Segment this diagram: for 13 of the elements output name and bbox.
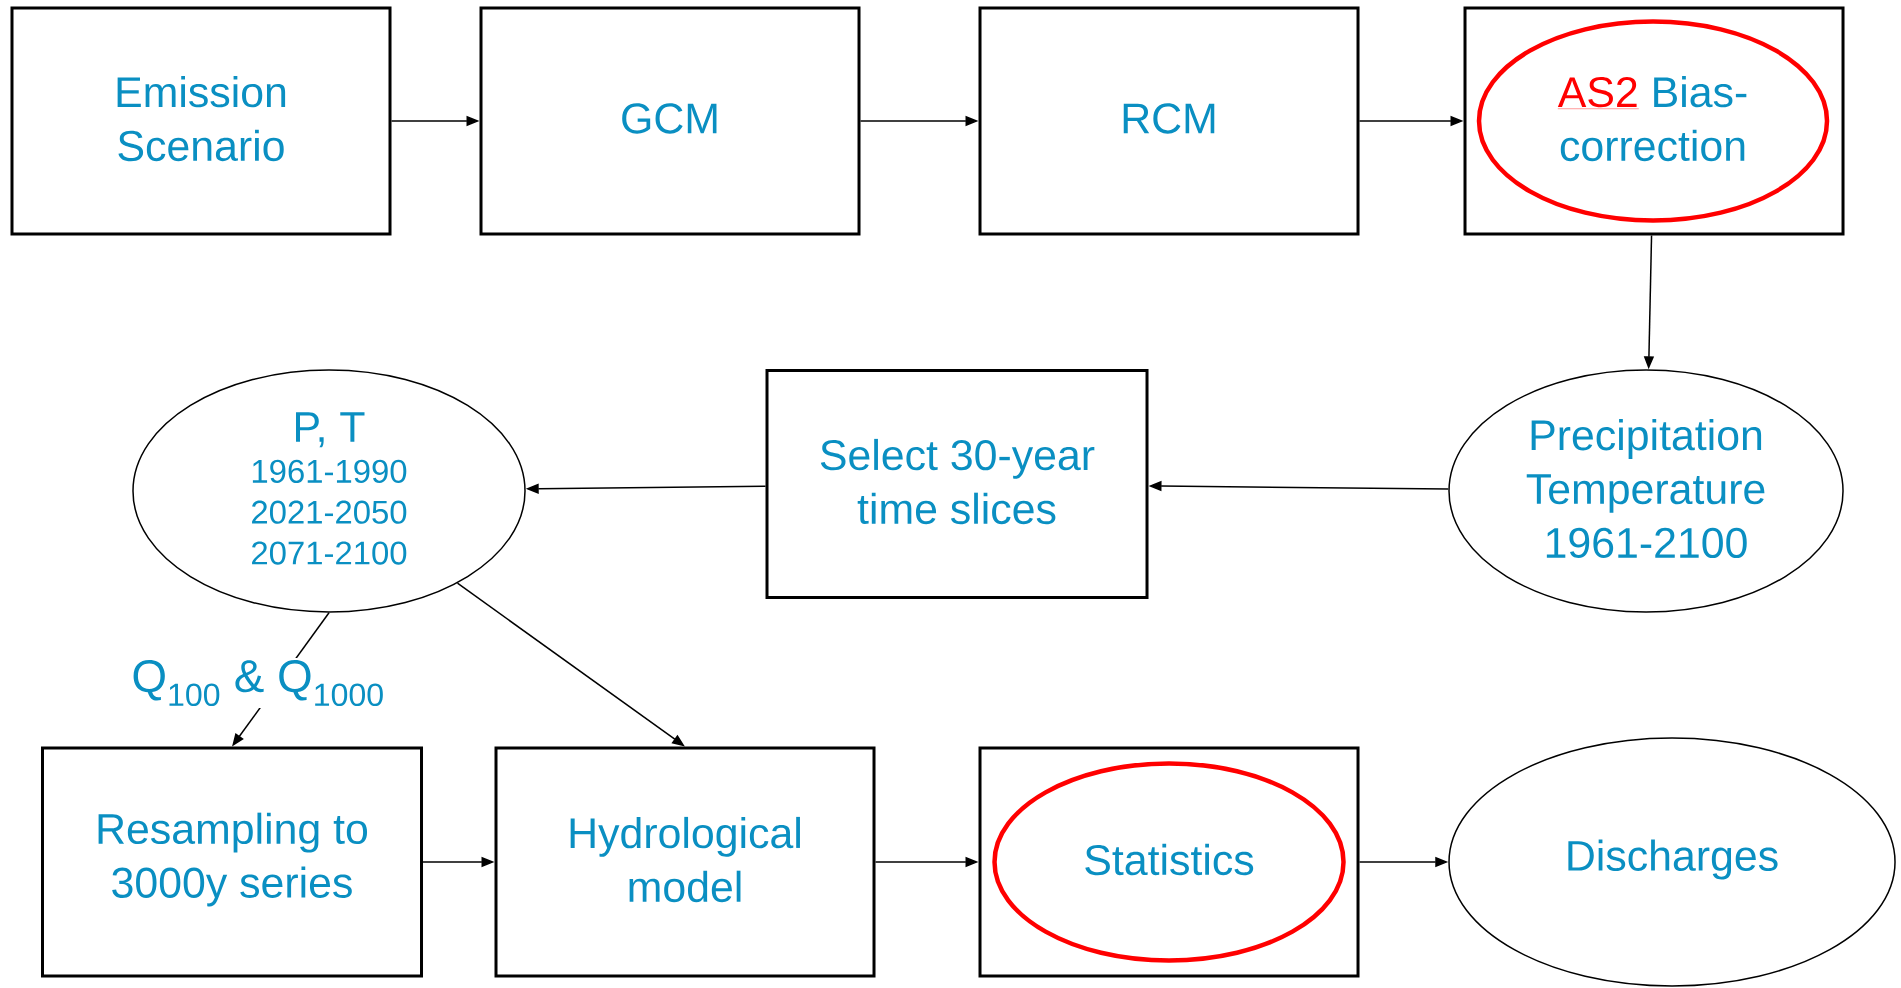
edge-label: Q$_{100}$ & Q$_{1000}$: [129, 657, 387, 709]
process-box: GCM: [479, 6, 861, 236]
ellipse-node: P, T 1961-1990 2021-2050 2071-2100: [132, 369, 526, 613]
process-box: Select 30-year time slices: [765, 369, 1149, 599]
ellipse-node: Precipitation Temperature 1961-2100: [1448, 369, 1844, 613]
process-box: RCM: [978, 6, 1360, 236]
process-box: Emission Scenario: [10, 6, 392, 236]
process-box: Resampling to 3000y series: [41, 746, 423, 978]
process-box: [978, 746, 1360, 978]
arrow: [456, 582, 685, 747]
ellipse-node: Discharges: [1448, 737, 1896, 987]
process-box: Hydrological model: [494, 746, 876, 978]
process-box: [1463, 6, 1845, 236]
